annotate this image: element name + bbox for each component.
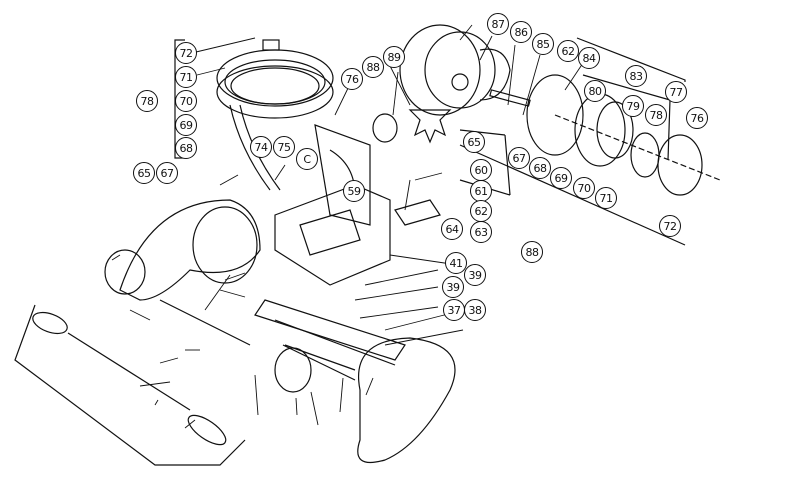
duct xyxy=(314,124,371,226)
callout-79[interactable]: 83 xyxy=(625,65,647,87)
callout-40[interactable]: 39 xyxy=(464,264,486,286)
callout-62-top[interactable]: 62 xyxy=(557,40,579,62)
callout-57[interactable]: 76 xyxy=(341,68,363,90)
impeller xyxy=(408,109,452,144)
hose-coil xyxy=(216,39,334,191)
bracket-73L xyxy=(576,37,686,82)
callout-77[interactable]: 79 xyxy=(622,95,644,117)
callout-38[interactable]: 38 xyxy=(464,299,486,321)
callout-39[interactable]: 39 xyxy=(442,276,464,298)
callout-83[interactable]: 85 xyxy=(532,33,554,55)
callout-50[interactable]: 69 xyxy=(175,114,197,136)
callout-51[interactable]: 70 xyxy=(175,90,197,112)
nozzle xyxy=(372,113,398,143)
callout-64[interactable]: 64 xyxy=(441,218,463,240)
left-motor xyxy=(104,199,261,301)
callout-74[interactable]: 76 xyxy=(686,107,708,129)
callout-86[interactable]: 88 xyxy=(362,56,384,78)
callout-80[interactable]: 84 xyxy=(578,47,600,69)
gear-assembly xyxy=(526,74,721,196)
callout-59[interactable]: 59 xyxy=(343,180,365,202)
callout-88[interactable]: 88 xyxy=(521,241,543,263)
callout-41[interactable]: 41 xyxy=(445,252,467,274)
callout-54[interactable]: 74 xyxy=(250,136,272,158)
callout-63[interactable]: 63 xyxy=(470,221,492,243)
callout-61[interactable]: 61 xyxy=(470,180,492,202)
callout-46[interactable]: 65 xyxy=(133,162,155,184)
callout-68[interactable]: 68 xyxy=(529,157,551,179)
track-rails xyxy=(254,299,406,371)
callout-87[interactable]: 89 xyxy=(383,46,405,68)
callout-67[interactable]: 67 xyxy=(508,147,530,169)
leader-lines xyxy=(111,24,586,429)
drive-belt xyxy=(357,337,456,464)
axle-32 xyxy=(159,299,251,346)
bracket-70 xyxy=(459,144,686,246)
callout-52[interactable]: 71 xyxy=(175,66,197,88)
axle-30 xyxy=(282,344,356,381)
callout-65[interactable]: 65 xyxy=(463,131,485,153)
callout-69[interactable]: 69 xyxy=(550,167,572,189)
callout-84[interactable]: 86 xyxy=(510,21,532,43)
callout-62[interactable]: 62 xyxy=(470,200,492,222)
callout-70[interactable]: 70 xyxy=(573,177,595,199)
callout-72[interactable]: 72 xyxy=(659,215,681,237)
callout-78[interactable]: 80 xyxy=(584,80,606,102)
callout-85[interactable]: 87 xyxy=(487,13,509,35)
callout-55[interactable]: 75 xyxy=(273,136,295,158)
callout-75[interactable]: 77 xyxy=(665,81,687,103)
motor-housing xyxy=(399,24,531,116)
callout-56[interactable]: 78 xyxy=(136,90,158,112)
callout-37[interactable]: 37 xyxy=(443,299,465,321)
callout-71[interactable]: 71 xyxy=(595,187,617,209)
callout-60[interactable]: 60 xyxy=(470,159,492,181)
pulley xyxy=(274,347,312,393)
callout-49[interactable]: 68 xyxy=(175,137,197,159)
callout-90[interactable]: C xyxy=(296,148,318,170)
callout-47[interactable]: 67 xyxy=(156,162,178,184)
callout-76[interactable]: 78 xyxy=(645,104,667,126)
handle-assembly xyxy=(14,304,246,466)
callout-53[interactable]: 72 xyxy=(175,42,197,64)
